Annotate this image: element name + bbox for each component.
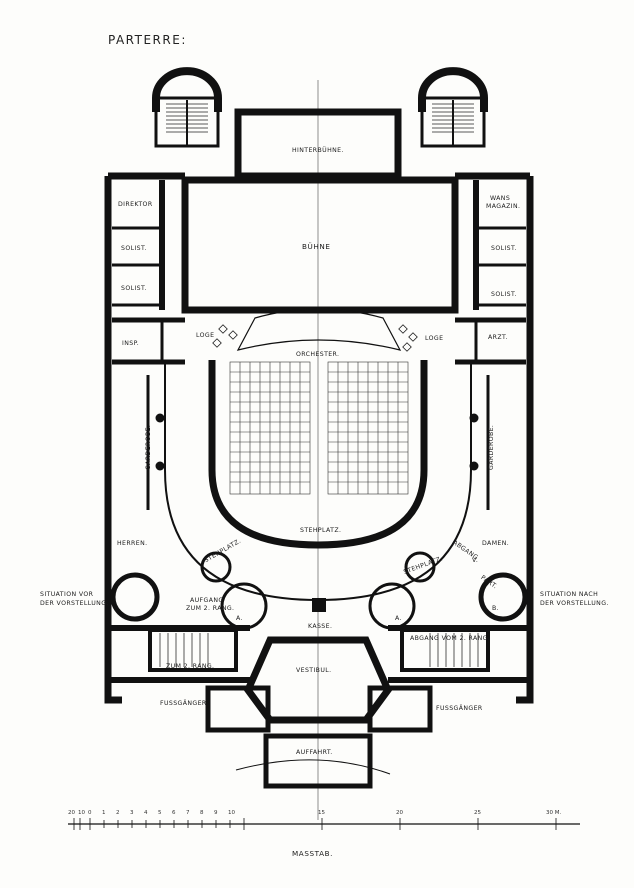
scale-tick-label: 25: [474, 810, 481, 816]
loge-left-label: LOGE: [196, 332, 214, 339]
left-rooms: [112, 180, 185, 365]
kasse-block: [312, 598, 326, 612]
scale-caption: MASSTAB.: [292, 849, 333, 858]
garderobe-right-label: GARDEROBE.: [488, 425, 495, 470]
hinterbuehne-label: HINTERBÜHNE.: [292, 145, 344, 154]
magazin-label-1: WANS: [490, 195, 510, 202]
scale-tick-label: 15: [318, 810, 325, 816]
a-left-label: A.: [236, 615, 243, 622]
garderobe-counters: [146, 375, 490, 510]
stair-tower-left: [152, 67, 222, 148]
orchestra-pit: [236, 308, 402, 351]
magazin-label-2: MAGAZIN.: [486, 203, 520, 210]
direktor-label: DIREKTOR: [118, 201, 153, 208]
seating-right: [327, 361, 409, 495]
loge-seats: [212, 324, 418, 352]
right-wing-walls: [516, 176, 534, 704]
buehne-stage: [181, 176, 459, 314]
aufgang-label-2: ZUM 2. RANG.: [186, 605, 234, 612]
scale-tick-label: 9: [214, 810, 218, 816]
damen-label: DAMEN.: [482, 540, 509, 547]
scale-tick-label: 5: [158, 810, 162, 816]
situation-after-line2: DER VORSTELLUNG.: [540, 600, 609, 607]
solist-label-2: SOLIST.: [121, 285, 147, 292]
zum-rang-label: ZUM 2. RANG.: [166, 663, 214, 670]
corridor-columns: [155, 413, 479, 471]
scale-tick-label: 2: [116, 810, 120, 816]
orchester-label: ORCHESTER.: [296, 351, 339, 358]
vestibul-label: VESTIBUL.: [296, 667, 331, 674]
scale-tick-label: 1: [102, 810, 106, 816]
left-wing-walls: [104, 176, 122, 704]
plan-title: PARTERRE:: [108, 33, 187, 47]
solist-label-r1: SOLIST.: [491, 245, 517, 252]
scale-tick-label: 30 M.: [546, 810, 561, 816]
scale-tick-label: 4: [144, 810, 148, 816]
fussgaenger-right-label: FUSSGÄNGER: [436, 703, 483, 712]
kasse-label: KASSE.: [308, 623, 332, 630]
buehne-label: BÜHNE: [302, 242, 331, 251]
carriage-route: [235, 759, 391, 775]
abgang-part-2: V.: [472, 557, 478, 564]
garderobe-left-label: GARDEROBE.: [145, 425, 152, 470]
b-right-label: B.: [492, 605, 499, 612]
right-rooms: [455, 180, 526, 365]
entrance-bays: [205, 685, 433, 733]
solist-label-1: SOLIST.: [121, 245, 147, 252]
insp-label: INSP.: [122, 340, 139, 347]
situation-before-line1: SITUATION VOR: [40, 591, 94, 598]
auffahrt-porch: [263, 733, 373, 789]
scale-bar: [68, 818, 580, 830]
scale-tick-label: 20: [68, 810, 75, 816]
hinterbuehne-room: [234, 108, 402, 180]
abgang-rang-label: ABGANG VOM 2. RANG.: [410, 635, 490, 642]
situation-before-line2: DER VORSTELLUNG.: [40, 600, 109, 607]
auffahrt-label: AUFFAHRT.: [296, 749, 333, 756]
arzt-label: ARZT.: [488, 334, 508, 341]
scale-tick-label: 3: [130, 810, 134, 816]
seating-left: [229, 361, 311, 495]
scale-tick-label: 20: [396, 810, 403, 816]
fussgaenger-left-label: FUSSGÄNGER: [160, 698, 207, 707]
lower-stairs: [110, 551, 528, 630]
entrance-stairs: [108, 625, 530, 683]
scale-tick-label: 6: [172, 810, 176, 816]
stehplatz-label: STEHPLATZ.: [300, 527, 341, 534]
solist-label-r2: SOLIST.: [491, 291, 517, 298]
scale-tick-label: 0: [88, 810, 92, 816]
auditorium-wall: [208, 360, 428, 549]
scale-tick-label: 7: [186, 810, 190, 816]
stair-tower-right: [418, 67, 488, 148]
scale-tick-label: 8: [200, 810, 204, 816]
herren-label: HERREN.: [117, 540, 147, 547]
situation-after-line1: SITUATION NACH: [540, 591, 598, 598]
stehplatz-left-label: STEHPLATZ.: [203, 538, 242, 565]
loge-right-label: LOGE: [425, 335, 443, 342]
scale-tick-labels: 20 10 0 1 2 3 4 5 6 7 8 9 10 15 20 25 30…: [68, 810, 561, 816]
a-right-label: A.: [395, 615, 402, 622]
aufgang-label-1: AUFGANG: [190, 597, 224, 604]
scale-tick-label: 10: [78, 810, 85, 816]
scale-tick-label: 10: [228, 810, 235, 816]
